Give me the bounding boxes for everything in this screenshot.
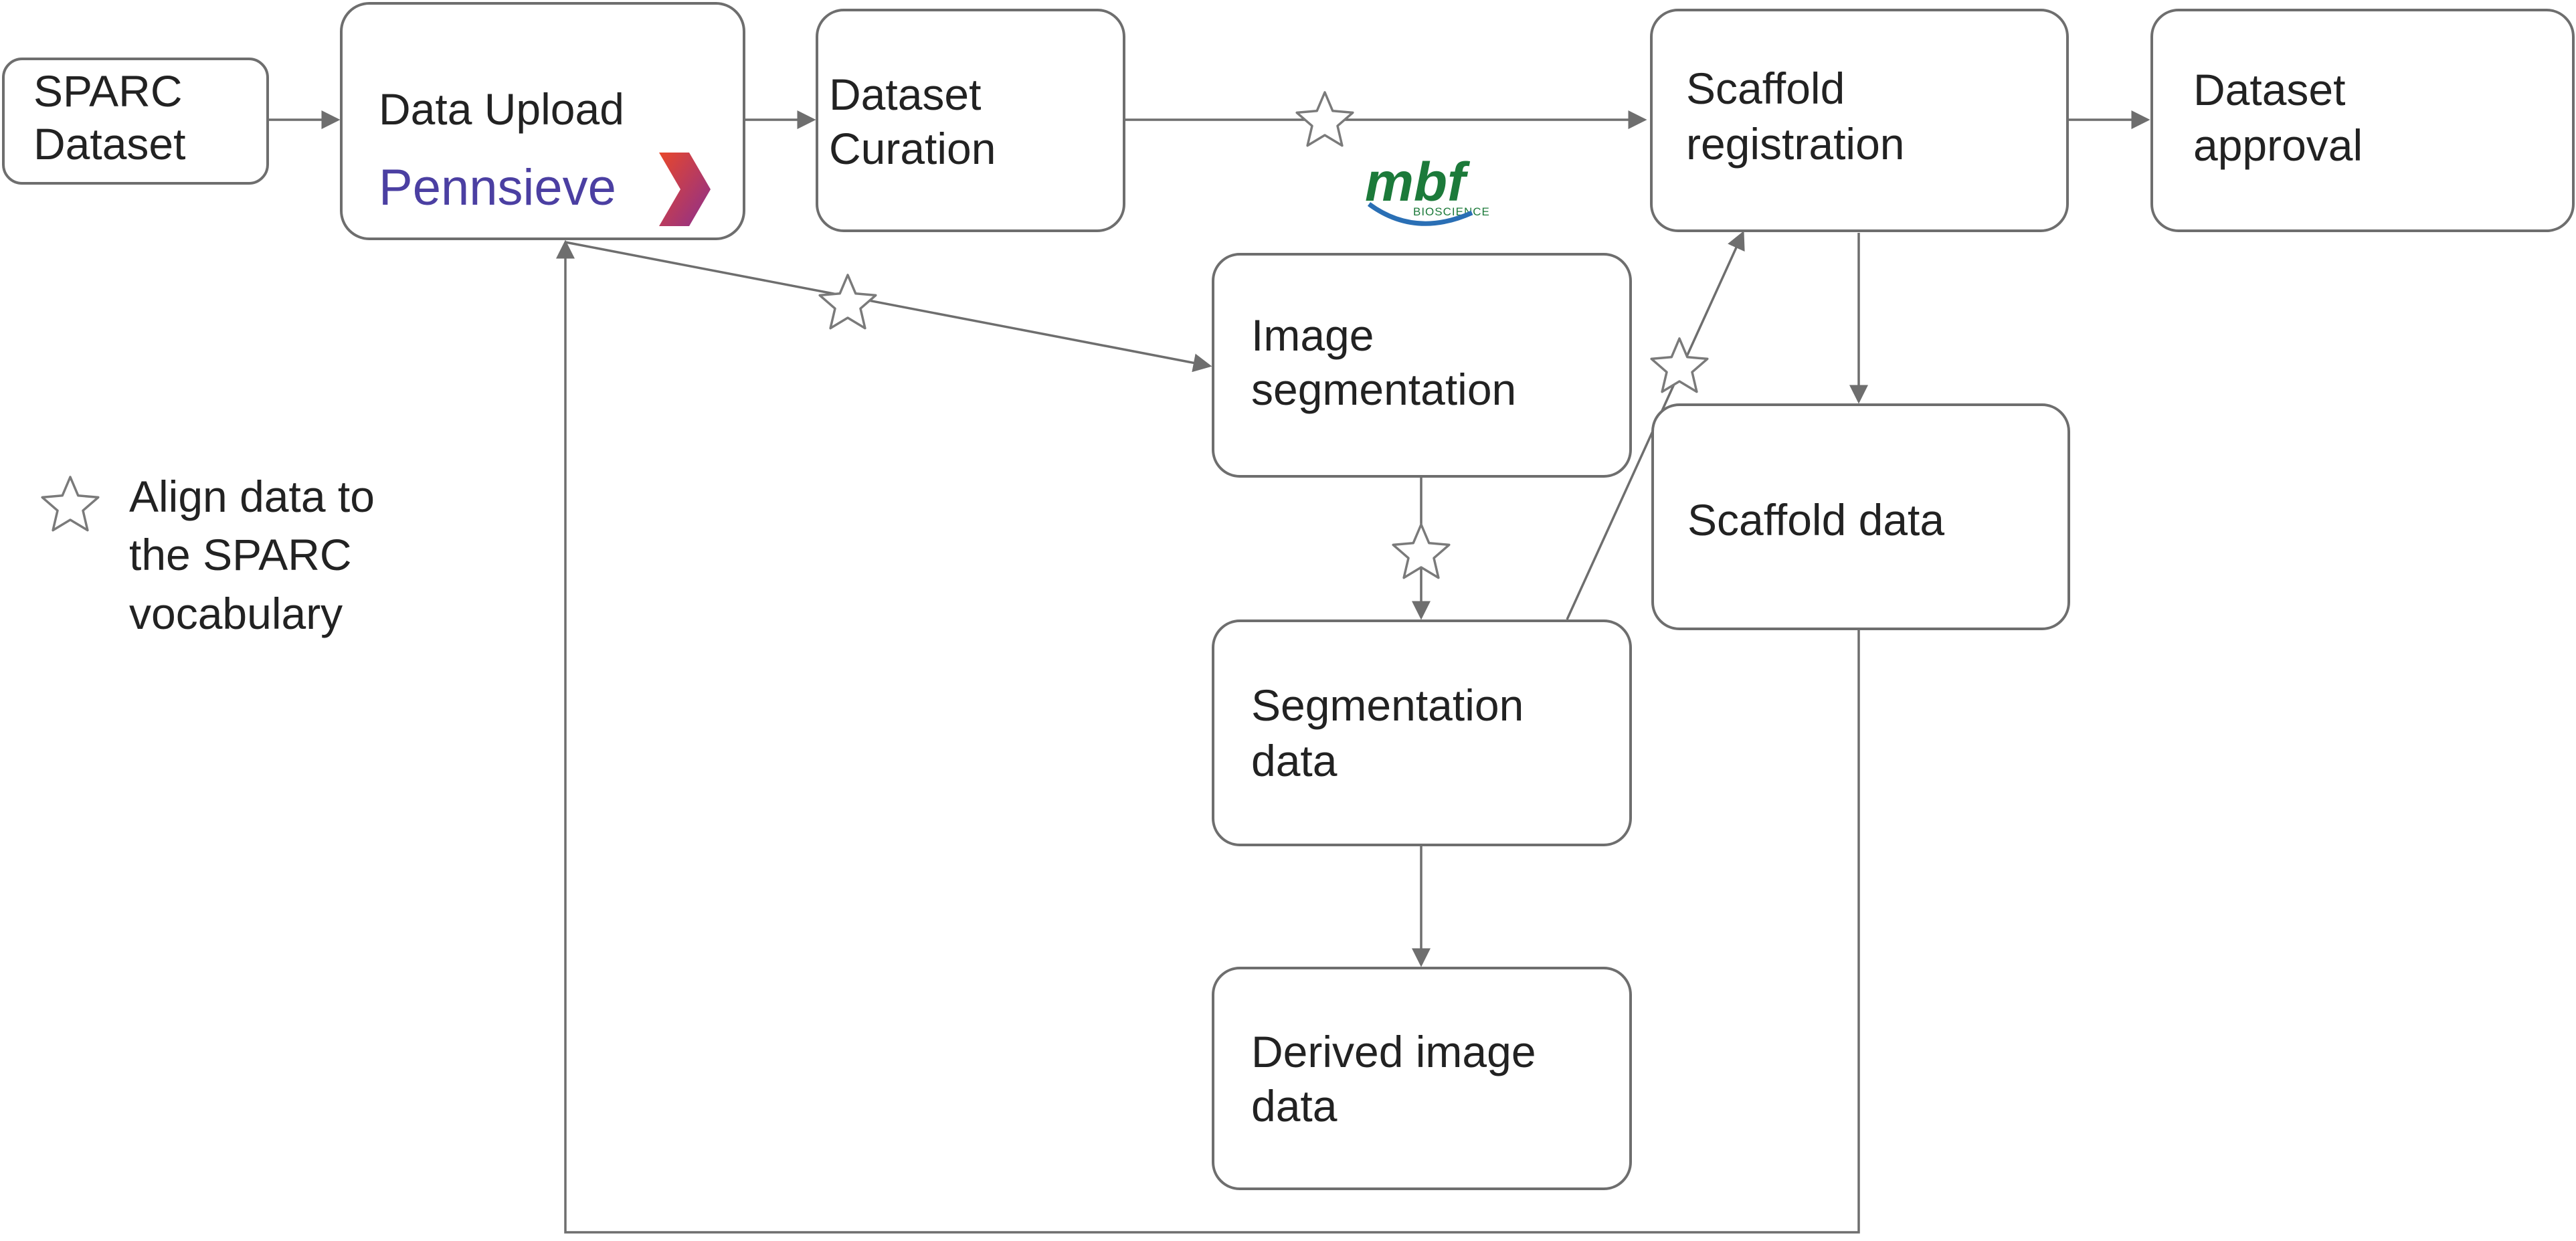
edge-scaffold-data-feedback-to-upload [556, 240, 1860, 1234]
node-dataset-curation: Dataset Curation [816, 9, 1125, 232]
derived-image-data-line1: Derived image [1251, 1027, 1536, 1076]
legend-line1: Align data to [129, 472, 375, 521]
node-segmentation-data: Segmentation data [1212, 619, 1632, 846]
vocabulary-stars [41, 91, 1709, 579]
star-icon [818, 274, 877, 330]
star-icon [1650, 337, 1709, 393]
legend-line2: the SPARC [129, 530, 352, 579]
node-image-segmentation: Image segmentation [1212, 253, 1632, 478]
edge-upload-to-image-segmentation [565, 241, 1212, 373]
node-dataset-approval: Dataset approval [2150, 9, 2575, 232]
image-segmentation-line2: segmentation [1251, 365, 1516, 414]
scaffold-data-label: Scaffold data [1687, 495, 1944, 545]
pennsieve-logo: Pennsieve [379, 153, 711, 226]
mbf-swoosh-icon [1367, 202, 1473, 226]
legend-line3: vocabulary [129, 589, 343, 638]
node-sparc-dataset: SPARC Dataset [2, 58, 269, 185]
dataset-approval-line1: Dataset [2193, 65, 2345, 114]
mbf-subtitle: BIOSCIENCE [1413, 205, 1490, 218]
sparc-dataset-line1: SPARC [33, 66, 183, 116]
dataset-approval-line2: approval [2193, 120, 2363, 170]
data-upload-label: Data Upload [379, 84, 624, 134]
edges [268, 110, 2150, 1234]
mbf-wordmark: mbf [1365, 152, 1471, 213]
scaffold-registration-line1: Scaffold [1686, 64, 1845, 113]
pennsieve-wordmark: Pennsieve [379, 159, 616, 216]
star-icon [1392, 523, 1451, 579]
mbf-bioscience-logo: mbf BIOSCIENCE [1365, 152, 1490, 226]
sparc-dataset-line2: Dataset [33, 119, 185, 169]
derived-image-data-line2: data [1251, 1081, 1338, 1131]
image-segmentation-line1: Image [1251, 310, 1374, 360]
legend: Align data to the SPARC vocabulary [129, 472, 375, 638]
star-icon [41, 476, 100, 532]
dataset-curation-line1: Dataset [829, 70, 981, 119]
segmentation-data-line2: data [1251, 736, 1338, 785]
pennsieve-mark-icon [659, 153, 711, 226]
scaffold-registration-line2: registration [1686, 119, 1905, 169]
star-icon [1295, 91, 1354, 147]
node-derived-image-data: Derived image data [1212, 967, 1632, 1190]
segmentation-data-line1: Segmentation [1251, 680, 1524, 730]
node-scaffold-data: Scaffold data [1651, 403, 2070, 630]
node-data-upload: Data Upload Pennsieve [340, 2, 745, 240]
node-scaffold-registration: Scaffold registration [1650, 9, 2069, 232]
dataset-curation-line2: Curation [829, 124, 996, 173]
